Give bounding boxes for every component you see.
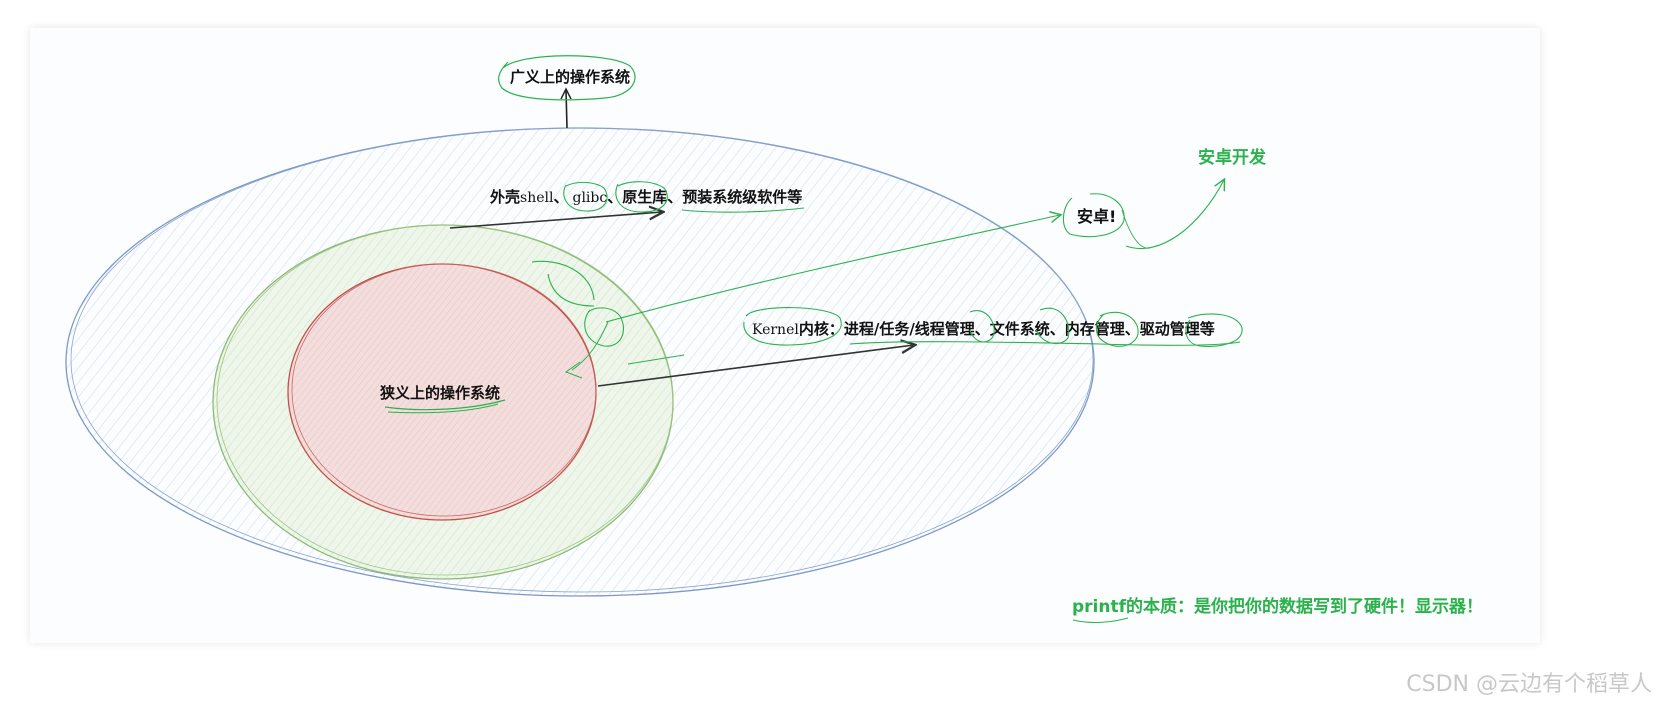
shell-sep1-text: 、 (553, 188, 568, 206)
printf-note: printf的本质：是你把你的数据写到了硬件！显示器！ (1072, 596, 1483, 623)
shell-label-line: 外壳shell、glibc、原生库、预装系统级软件等 (489, 188, 802, 206)
csdn-watermark: CSDN @云边有个稻草人 (1406, 672, 1652, 697)
shell-rest-text: 原生库、预装系统级软件等 (622, 188, 802, 206)
inner-ellipse-kernel (287, 263, 597, 521)
arrow-to-broad-os-label (560, 87, 572, 129)
label-kernel: Kernel内核：进程/任务/线程管理、文件系统、内存管理、驱动管理等 (743, 307, 1243, 347)
kernel-word-text: Kernel (752, 322, 799, 338)
label-narrow-os: 狭义上的操作系统 (379, 384, 506, 414)
shell-word-text: shell (520, 190, 554, 206)
printf-note-text: printf的本质：是你把你的数据写到了硬件！显示器！ (1072, 596, 1483, 617)
glibc-text: glibc (572, 190, 607, 206)
broad-os-text: 广义上的操作系统 (510, 68, 630, 86)
label-broad-os: 广义上的操作系统 (498, 55, 636, 101)
label-shell-layer: 外壳shell、glibc、原生库、预装系统级软件等 (489, 181, 805, 213)
narrow-os-text: 狭义上的操作系统 (379, 384, 500, 402)
label-android: 安卓! (1062, 180, 1224, 250)
shell-prefix-text: 外壳 (489, 188, 520, 206)
kernel-desc-text: 内核：进程/任务/线程管理、文件系统、内存管理、驱动管理等 (799, 320, 1215, 338)
green-annotation-scribbles (531, 215, 1060, 379)
arrow-to-shell-label (449, 212, 662, 229)
android-dev-text: 安卓开发 (1198, 147, 1267, 168)
kernel-label-line: Kernel内核：进程/任务/线程管理、文件系统、内存管理、驱动管理等 (752, 320, 1215, 338)
arrow-to-kernel-label (597, 345, 914, 387)
android-text: 安卓! (1077, 207, 1116, 226)
